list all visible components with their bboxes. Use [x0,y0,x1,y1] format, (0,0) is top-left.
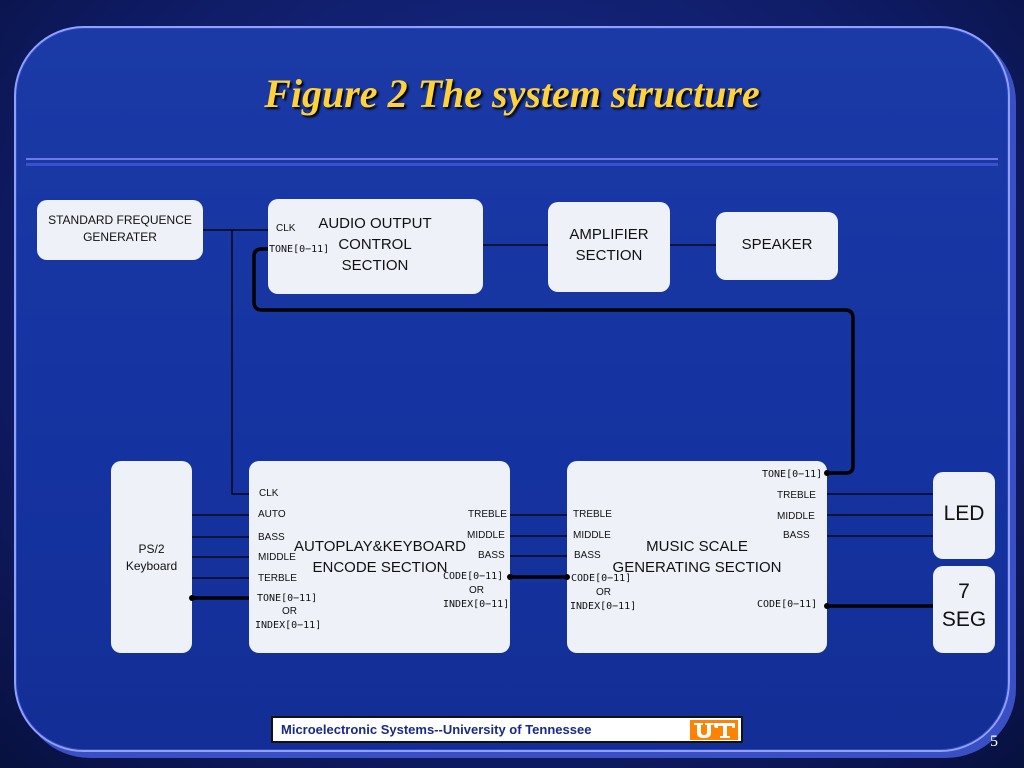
bus-dot [507,574,513,580]
bus-dot [564,574,570,580]
block-sfg-label: STANDARD FREQUENCE GENERATER [48,213,192,244]
port-enc-out-index: INDEX[0−11] [443,599,510,610]
port-enc-out-treble: TREBLE [468,509,507,520]
block-encode-section: AUTOPLAY&KEYBOARD ENCODE SECTION [249,461,510,653]
page-number: 5 [990,733,998,750]
port-enc-out-code: CODE[0−11] [443,571,504,582]
bus-dot [189,595,195,601]
title-rule-shadow [26,163,998,166]
slide-title: Figure 2 The system structure [264,71,760,116]
port-msg-out-bass: BASS [783,530,810,541]
port-enc-index: INDEX[0−11] [255,620,322,631]
bus-tone-feedback [252,247,855,475]
port-msg-in-middle: MIDDLE [573,530,611,541]
wire-clk-vertical [231,230,249,495]
block-msg-label: MUSIC SCALE GENERATING SECTION [612,538,782,576]
port-msg-in-or: OR [596,587,611,598]
block-led-label: LED [943,502,985,525]
port-enc-out-bass: BASS [478,550,505,561]
port-enc-or: OR [282,606,297,617]
port-enc-terble: TERBLE [258,573,297,584]
block-amplifier: AMPLIFIER SECTION [548,202,670,292]
port-enc-auto: AUTO [258,509,286,520]
block-audio-output-control: AUDIO OUTPUT CONTROL SECTION [268,199,483,294]
port-enc-bass: BASS [258,532,285,543]
port-enc-tone: TONE[0−11] [257,593,318,604]
block-7seg: 7 SEG [933,566,995,653]
block-amp-label: AMPLIFIER SECTION [569,226,649,264]
block-speaker: SPEAKER [716,212,838,280]
port-aoc-tone: TONE[0−11] [269,244,330,255]
port-msg-in-treble: TREBLE [573,509,612,520]
port-msg-in-index: INDEX[0−11] [570,601,637,612]
footer-banner: Microelectronic Systems--University of T… [271,716,743,743]
block-ps2-label: PS/2 Keyboard [125,542,178,573]
port-msg-out-treble: TREBLE [777,490,816,501]
port-aoc-clk: CLK [276,223,296,234]
port-msg-out-tone: TONE[0−11] [762,469,823,480]
bus-dot [824,470,830,476]
block-enc-label: AUTOPLAY&KEYBOARD ENCODE SECTION [293,538,466,576]
block-aoc-label: AUDIO OUTPUT CONTROL SECTION [318,215,432,274]
title-rule [26,158,998,160]
block-ps2-keyboard: PS/2 Keyboard [111,461,192,653]
port-msg-out-middle: MIDDLE [777,511,815,522]
block-music-scale-generating: MUSIC SCALE GENERATING SECTION [567,461,827,653]
port-msg-in-code: CODE[0−11] [571,573,632,584]
port-enc-clk: CLK [259,488,279,499]
block-speaker-label: SPEAKER [741,236,813,253]
port-enc-middle: MIDDLE [258,552,296,563]
block-led: LED [933,472,995,559]
port-enc-out-middle: MIDDLE [467,530,505,541]
footer-text: Microelectronic Systems--University of T… [281,722,592,737]
ut-logo-icon [690,720,738,740]
ut-logo [689,719,739,741]
block-7seg-label: 7 SEG [941,580,987,631]
port-msg-out-code: CODE[0−11] [757,599,818,610]
port-msg-in-bass: BASS [574,550,601,561]
bus-dot [824,603,830,609]
block-standard-frequence-generater: STANDARD FREQUENCE GENERATER [37,200,203,260]
port-enc-out-or: OR [469,585,484,596]
